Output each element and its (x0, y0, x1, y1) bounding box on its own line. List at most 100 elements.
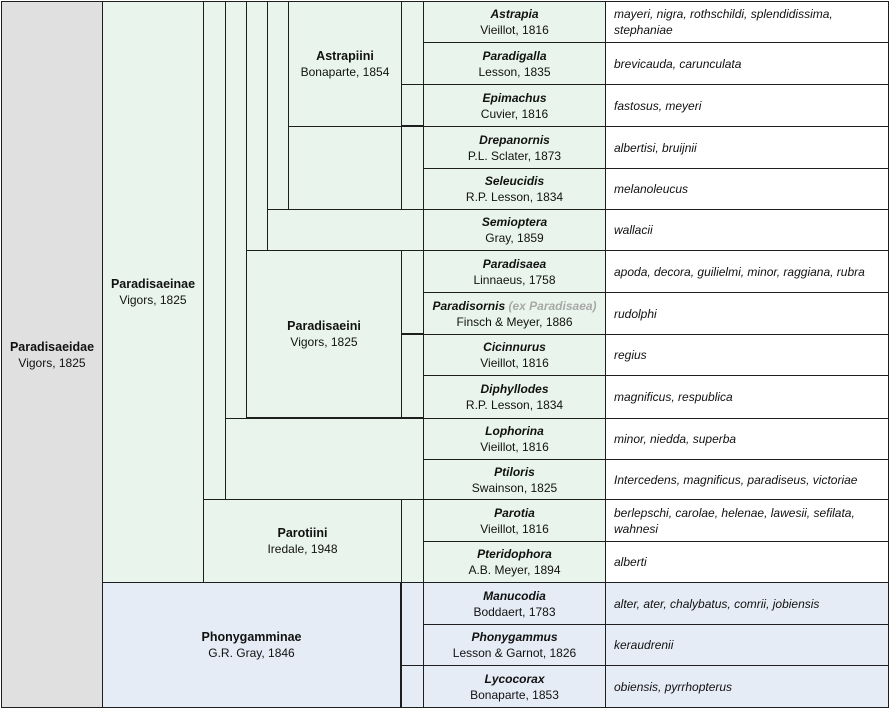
genus-cell: Lycocorax Bonaparte, 1853 (423, 665, 606, 708)
clade-column (246, 1, 268, 251)
species-list: alter, ater, chalybatus, comrii, jobiens… (614, 596, 820, 611)
clade-column (401, 665, 424, 708)
species-cell: keraudrenii (605, 624, 889, 666)
genus-author: Vieillot, 1816 (480, 356, 549, 370)
tribe-author: Iredale, 1948 (267, 542, 338, 556)
species-list: albertisi, bruijnii (614, 140, 697, 155)
genus-cell: Paradisornis (ex Paradisaea) Finsch & Me… (423, 292, 606, 335)
species-list: magnificus, respublica (614, 390, 733, 404)
subfamily-cell-paradisaeinae: Paradisaeinae Vigors, 1825 (102, 1, 204, 583)
tribe-cell-paradisaeini: Paradisaeini Vigors, 1825 (246, 250, 402, 418)
genus-name-with-note: Paradisornis (ex Paradisaea) (432, 298, 596, 314)
species-cell: alberti (605, 541, 889, 583)
species-list: berlepschi, carolae, helenae, lawesii, s… (614, 505, 855, 536)
genus-name: Seleucidis (484, 174, 545, 188)
genus-author: R.P. Lesson, 1834 (465, 190, 564, 204)
tribe-author: Bonaparte, 1854 (300, 65, 390, 79)
tribe-name: Astrapiini (316, 49, 374, 63)
genus-name: Paradigalla (482, 48, 547, 63)
genus-cell: Phonygammus Lesson & Garnot, 1826 (423, 624, 606, 666)
genus-cell: Paradigalla Lesson, 1835 (423, 42, 606, 85)
tribe-name: Paradisaeini (287, 319, 361, 333)
genus-cell: Lophorina Vieillot, 1816 (423, 418, 606, 460)
species-list: fastosus, meyeri (614, 98, 702, 113)
clade-column (401, 250, 424, 334)
genus-name: Ptiloris (494, 464, 535, 479)
genus-author: Swainson, 1825 (471, 480, 558, 495)
clade-column (401, 1, 424, 85)
genus-cell: Epimachus Cuvier, 1816 (423, 84, 606, 127)
species-cell: magnificus, respublica (605, 375, 889, 419)
genus-name: Manucodia (483, 588, 546, 603)
subfamily-name: Phonygamminae (201, 630, 302, 644)
species-cell: obiensis, pyrrhopterus (605, 665, 889, 708)
genus-author: Vieillot, 1816 (480, 23, 549, 37)
genus-author: Finsch & Meyer, 1886 (456, 314, 573, 329)
genus-name: Parotia (494, 505, 535, 520)
genus-cell: Ptiloris Swainson, 1825 (423, 459, 606, 500)
genus-author: Bonaparte, 1853 (470, 687, 559, 702)
tribe-cell-astrapiini: Astrapiini Bonaparte, 1854 (288, 1, 402, 127)
genus-cell: Drepanornis P.L. Sclater, 1873 (423, 126, 606, 169)
genus-name: Pteridophora (477, 547, 552, 561)
tribe-cell-parotiini: Parotiini Iredale, 1948 (203, 499, 402, 583)
clade-column (401, 582, 424, 666)
genus-author: Gray, 1859 (485, 231, 544, 245)
species-cell: brevicauda, carunculata (605, 42, 889, 85)
genus-author: Linnaeus, 1758 (473, 272, 556, 287)
family-cell: Paradisaeidae Vigors, 1825 (1, 1, 103, 708)
species-cell: alter, ater, chalybatus, comrii, jobiens… (605, 582, 889, 625)
subfamily-author: G.R. Gray, 1846 (208, 646, 295, 660)
species-list: minor, niedda, superba (614, 432, 737, 446)
clade-spacer (288, 126, 402, 210)
subfamily-cell-phonygamminae: Phonygamminae G.R. Gray, 1846 (102, 582, 401, 708)
tribe-name: Parotiini (277, 526, 328, 540)
genus-cell: Seleucidis R.P. Lesson, 1834 (423, 168, 606, 210)
genus-name: Semioptera (481, 215, 548, 229)
species-list: apoda, decora, guilielmi, minor, raggian… (614, 264, 865, 279)
genus-name: Lycocorax (484, 671, 545, 686)
species-cell: rudolphi (605, 292, 889, 335)
species-list: brevicauda, carunculata (614, 56, 742, 71)
clade-spacer (225, 418, 424, 500)
genus-name: Astrapia (490, 7, 539, 21)
genus-name: Lophorina (485, 424, 544, 438)
clade-column (401, 84, 424, 126)
family-author: Vigors, 1825 (18, 355, 86, 370)
genus-name: Paradisornis (432, 298, 506, 313)
genus-author: Lesson & Garnot, 1826 (452, 646, 577, 660)
genus-cell: Astrapia Vieillot, 1816 (423, 1, 606, 43)
genus-cell: Cicinnurus Vieillot, 1816 (423, 334, 606, 376)
genus-author: Vieillot, 1816 (480, 521, 549, 536)
genus-author: Vieillot, 1816 (480, 440, 549, 454)
genus-author: Lesson, 1835 (478, 64, 551, 79)
genus-name: Phonygammus (471, 630, 558, 644)
genus-cell: Diphyllodes R.P. Lesson, 1834 (423, 375, 606, 419)
clade-column (401, 126, 424, 210)
genus-cell: Pteridophora A.B. Meyer, 1894 (423, 541, 606, 583)
species-cell: melanoleucus (605, 168, 889, 210)
species-list: alberti (614, 555, 647, 569)
genus-name: Cicinnurus (483, 340, 546, 354)
species-cell: regius (605, 334, 889, 376)
genus-cell: Parotia Vieillot, 1816 (423, 499, 606, 542)
species-cell: fastosus, meyeri (605, 84, 889, 127)
family-name: Paradisaeidae (9, 339, 95, 354)
species-cell: mayeri, nigra, rothschildi, splendidissi… (605, 1, 889, 43)
species-cell: albertisi, bruijnii (605, 126, 889, 169)
clade-spacer (267, 209, 424, 251)
genus-author: A.B. Meyer, 1894 (468, 563, 561, 577)
species-list: Intercedens, magnificus, paradiseus, vic… (614, 472, 858, 487)
species-list: wallacii (614, 223, 653, 237)
genus-name: Epimachus (482, 90, 547, 105)
species-cell: berlepschi, carolae, helenae, lawesii, s… (605, 499, 889, 542)
genus-cell: Paradisaea Linnaeus, 1758 (423, 250, 606, 293)
subfamily-name: Paradisaeinae (110, 277, 196, 291)
clade-column (267, 1, 289, 210)
clade-column (401, 334, 424, 418)
genus-name: Drepanornis (479, 132, 550, 147)
species-list: mayeri, nigra, rothschildi, splendidissi… (614, 7, 833, 37)
clade-column (401, 499, 424, 583)
subfamily-author: Vigors, 1825 (119, 293, 187, 307)
